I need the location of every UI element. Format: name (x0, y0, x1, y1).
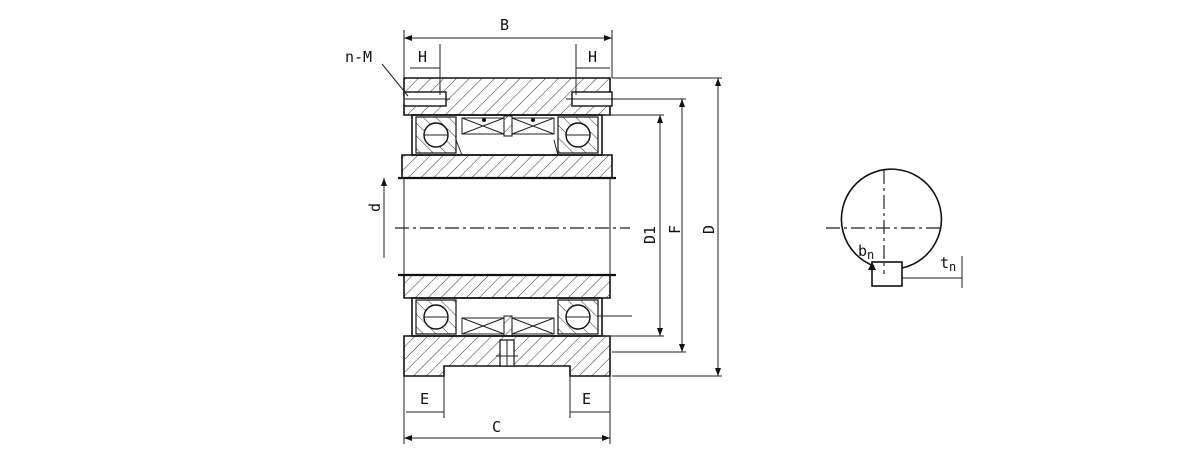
dimension-C: C (403, 376, 611, 444)
dimension-D: D (612, 77, 722, 377)
label-F: F (666, 225, 684, 234)
keyway-slot (871, 261, 903, 287)
dimension-d: d (366, 178, 387, 258)
dimension-F: F (612, 98, 686, 353)
label-d: d (366, 203, 384, 212)
label-E-left: E (420, 390, 429, 408)
dimension-H-left: H (410, 44, 441, 95)
dimension-H-right: H (575, 44, 610, 95)
dimension-B: B (403, 16, 613, 78)
lower-section (403, 274, 632, 377)
label-E-right: E (582, 390, 591, 408)
inner-race-upper (401, 154, 613, 179)
sprag-cage-upper (461, 115, 555, 137)
label-D1: D1 (641, 226, 659, 244)
label-D: D (700, 225, 718, 234)
dimension-E-left: E (406, 376, 445, 418)
upper-section (401, 77, 613, 179)
inner-race-lower (403, 274, 611, 299)
label-B: B (500, 16, 509, 34)
label-bn: bn (858, 242, 874, 262)
dimension-nM: n-M (345, 48, 409, 97)
keyway-detail: bn tn (826, 168, 963, 288)
label-H-right: H (588, 48, 597, 66)
label-H-left: H (418, 48, 427, 66)
dimension-D1: D1 (600, 114, 664, 337)
sprag-cage-lower (461, 315, 555, 337)
dimension-E-right: E (569, 376, 610, 418)
label-nM: n-M (345, 48, 372, 66)
label-C: C (492, 418, 501, 436)
label-tn: tn (940, 254, 956, 274)
